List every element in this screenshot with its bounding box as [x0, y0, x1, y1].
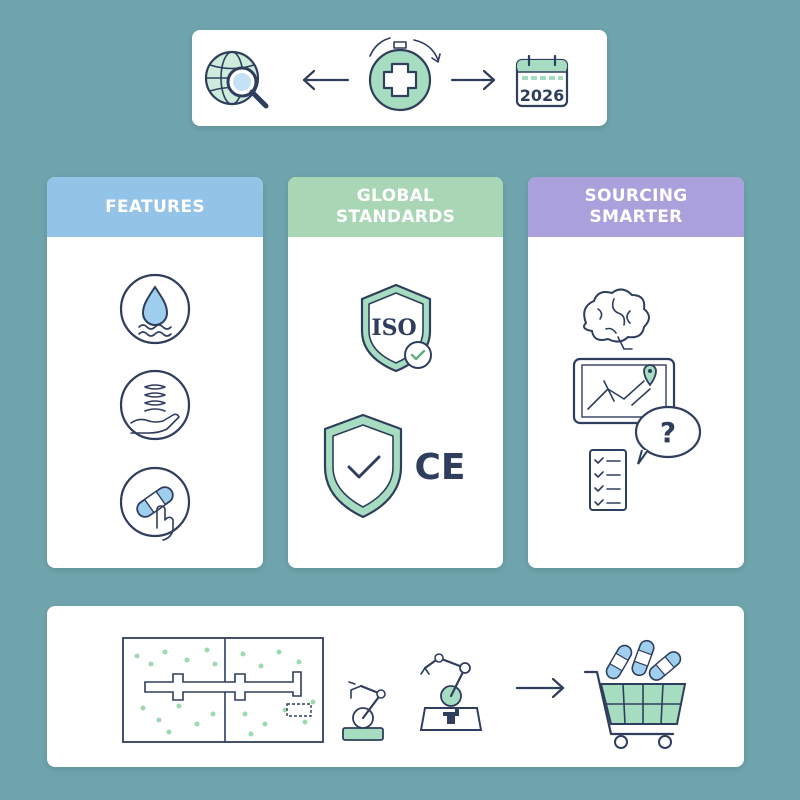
check-shield-icon [323, 413, 403, 519]
factory-floor-plan-icon [122, 637, 324, 743]
question-mark: ? [660, 416, 676, 449]
calendar-year-label: 2026 [520, 86, 565, 105]
standards-column: GLOBAL STANDARDS ISO CE [288, 177, 503, 568]
spring-hand-icon [119, 369, 191, 441]
features-column: FEATURES [47, 177, 263, 568]
bottom-flow-card [47, 606, 744, 767]
globe-search-icon [204, 50, 269, 109]
sourcing-icons: ? [572, 288, 702, 511]
calendar-icon: 2026 [515, 54, 569, 108]
features-icons [119, 273, 191, 541]
sourcing-header: SOURCING SMARTER [528, 177, 744, 237]
arrow-left-icon [302, 69, 350, 91]
sourcing-column: SOURCING SMARTER ? [528, 177, 744, 568]
shopping-cart-bandages-icon [583, 639, 687, 749]
question-bubble-icon: ? [634, 405, 702, 465]
bottom-flow-graphic [122, 637, 687, 749]
top-flow-card: 2026 [192, 30, 607, 126]
arrow-right-icon [515, 677, 565, 699]
brain-icon [583, 288, 650, 350]
tablet-map-icon [572, 357, 676, 425]
arrow-right-icon [450, 69, 496, 91]
standards-icons: ISO CE [323, 283, 466, 519]
iso-shield-icon: ISO [360, 283, 432, 373]
checklist-icon [589, 449, 627, 511]
medical-timer-icon [368, 37, 441, 112]
features-header: FEATURES [47, 177, 263, 237]
bandage-hand-icon [119, 466, 191, 541]
ce-label: CE [414, 447, 465, 488]
medical-robot-arm-icon [419, 653, 483, 731]
robot-arm-icon [342, 681, 386, 741]
water-drop-icon [119, 273, 191, 345]
iso-label: ISO [371, 315, 416, 341]
ce-mark-icon: CE [414, 447, 465, 488]
top-flow-graphic: 2026 [204, 37, 569, 112]
standards-header: GLOBAL STANDARDS [288, 177, 503, 237]
